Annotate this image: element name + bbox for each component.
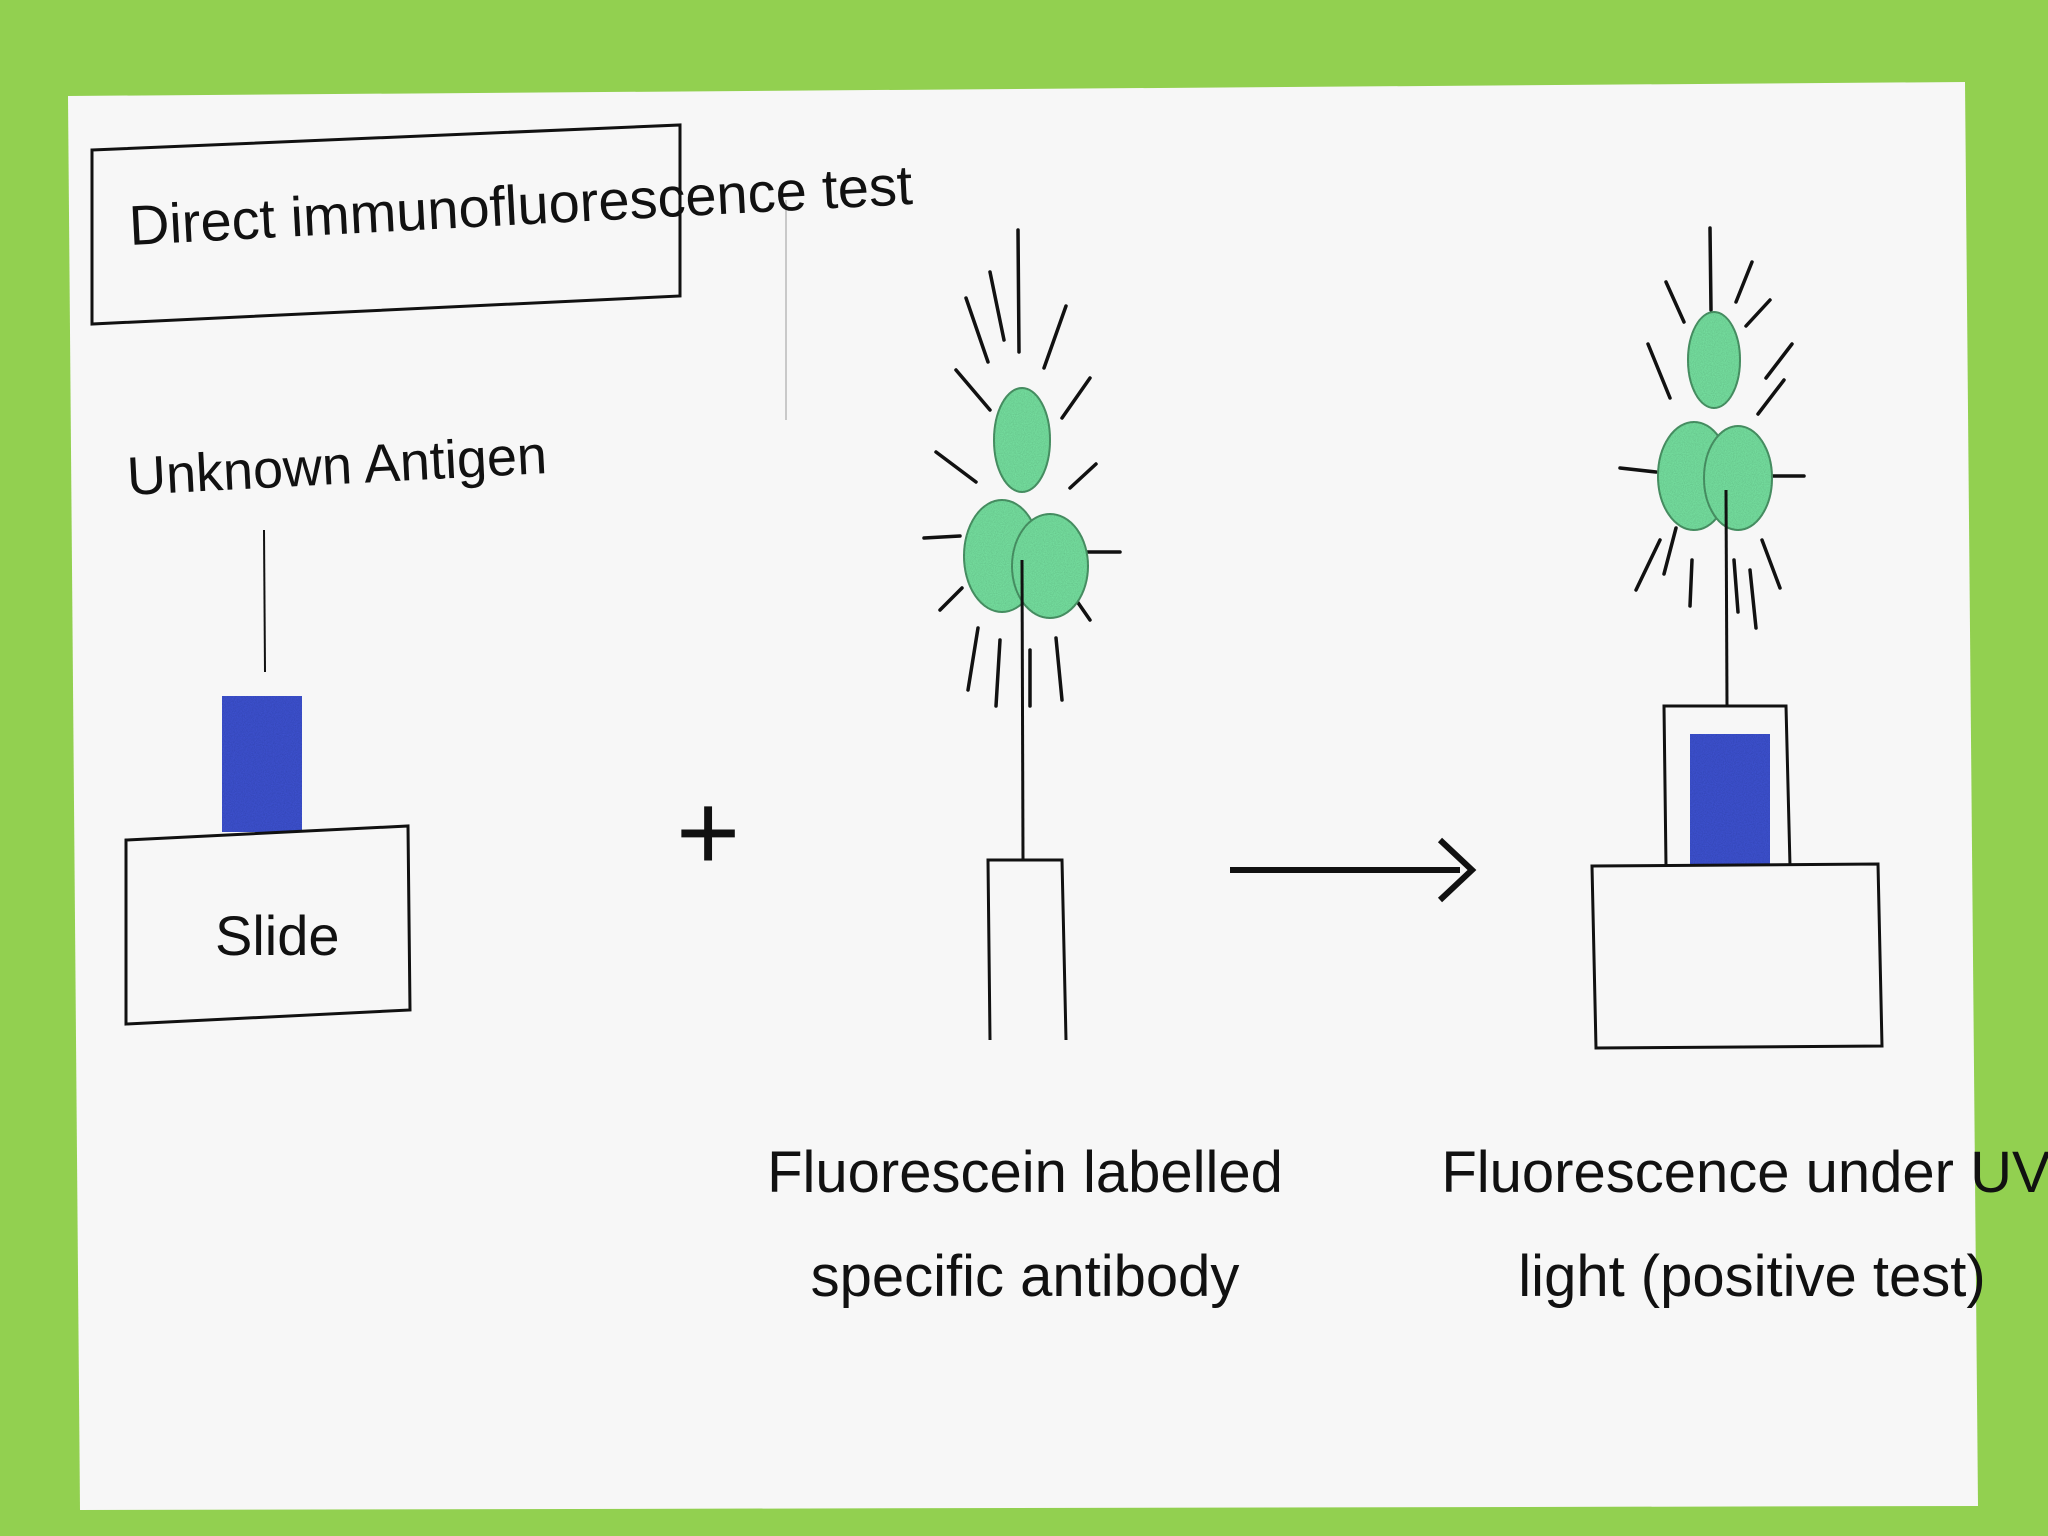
fluorescence-rays-right [1618, 226, 1806, 630]
antibody-receptacle [986, 858, 1068, 1041]
antigen-pointer-line [263, 529, 266, 673]
right-arrow-icon [1230, 837, 1477, 903]
slide-label: Slide [215, 904, 340, 967]
result-caption-line1: Fluorescence under UV [1441, 1140, 2048, 1205]
bound-antibody-stalk [1724, 489, 1729, 707]
antibody-caption-line2: specific antibody [811, 1244, 1240, 1309]
labelled-antibody-group: Fluorescein labelled specific antibody [767, 228, 1283, 1309]
bound-antigen-block [1690, 734, 1770, 864]
fluorescence-rays-left [922, 228, 1122, 708]
fluorescein-antibody-icon [963, 387, 1089, 619]
antigen-on-slide-group: Unknown Antigen Slide [124, 425, 548, 1026]
slide-box [124, 824, 412, 1026]
result-slide-box [1590, 862, 1884, 1050]
bound-antibody-receptacle [1662, 704, 1792, 867]
antigen-block [222, 696, 302, 832]
plus-operator: + [676, 771, 740, 894]
antibody-caption-line1: Fluorescein labelled [767, 1140, 1283, 1205]
result-caption-line2: light (positive test) [1518, 1244, 1985, 1309]
positive-result-group: Fluorescence under UV light (positive te… [1441, 226, 2048, 1309]
bound-antibody-icon [1657, 311, 1773, 531]
antibody-stalk [1020, 559, 1025, 861]
